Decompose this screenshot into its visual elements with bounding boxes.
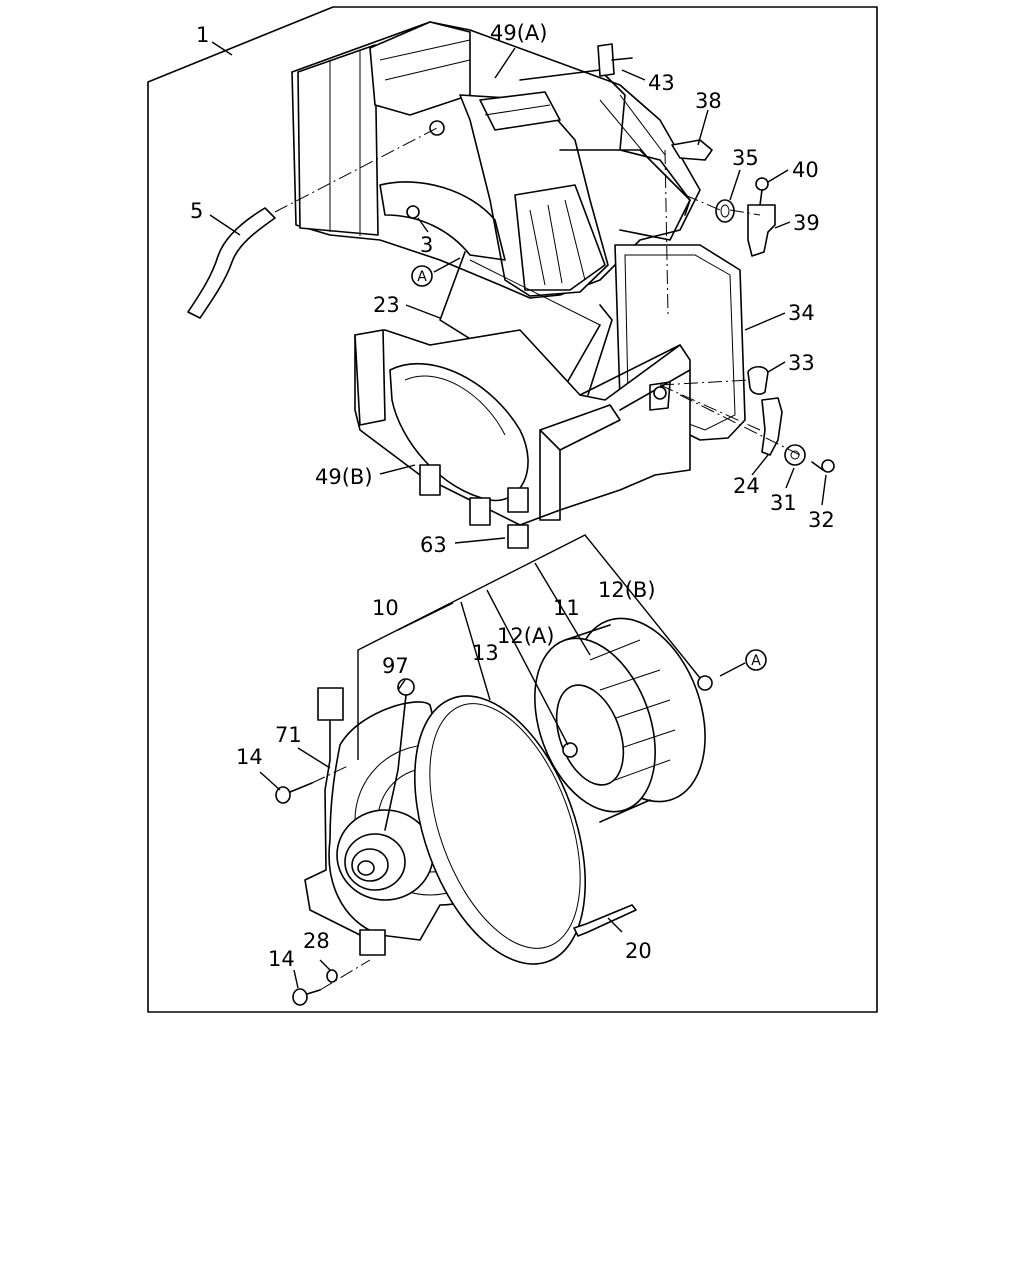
gear-31-part [784,444,806,466]
screw-40-part [755,177,769,206]
label-part-39: 39 [793,211,820,235]
clamp-12a-part [562,742,578,758]
label-part-71: 71 [275,723,302,747]
disc-plate-13-part [413,695,587,965]
label-part-14-upper: 14 [236,745,263,769]
label-part-49b: 49(B) [315,465,373,489]
label-part-40: 40 [792,158,819,182]
label-part-11: 11 [553,596,580,620]
washer-28-part [326,969,338,983]
label-part-97: 97 [382,654,409,678]
label-part-38: 38 [695,89,722,113]
label-part-34: 34 [788,301,815,325]
lever-24-part [761,397,783,456]
label-part-28: 28 [303,929,330,953]
clip-38-part [671,139,713,161]
label-part-12a: 12(A) [497,624,554,648]
label-part-43: 43 [648,71,675,95]
reference-circle-a-upper: A [411,265,433,287]
assembly-center-lines [274,127,801,991]
label-part-12b: 12(B) [598,578,656,602]
label-part-35: 35 [732,146,759,170]
screw-32-part [811,459,835,473]
screw-14-lower-part [292,988,321,1006]
label-part-49a: 49(A) [490,21,547,45]
fan-wheel-11-part [534,617,706,823]
label-part-13: 13 [472,641,499,665]
label-part-20: 20 [625,939,652,963]
svg-text:A: A [751,653,761,669]
svg-text:A: A [417,269,427,285]
label-part-1: 1 [196,23,209,47]
label-part-23: 23 [373,293,400,317]
bracket-43-part [597,43,633,77]
label-part-10: 10 [372,596,399,620]
lower-housing-part [354,329,691,526]
clip-33-part [747,365,769,395]
label-part-32: 32 [808,508,835,532]
frame-border [147,6,878,1013]
bracket-39-part [747,204,776,257]
grommet-35-part [715,199,735,223]
label-part-31: 31 [770,491,797,515]
label-part-5: 5 [190,199,203,223]
leader-lines [209,41,827,989]
label-part-3: 3 [420,233,433,257]
drain-hose-5-part [187,207,276,319]
cable-tie-20-part [573,904,637,937]
reference-circle-a-lower: A [745,649,767,671]
part-labels: 1 49(A) 43 38 35 40 39 5 3 34 23 33 49(B… [190,21,835,971]
label-part-33: 33 [788,351,815,375]
label-part-14-lower: 14 [268,947,295,971]
label-part-63: 63 [420,533,447,557]
upper-housing-part [291,21,701,299]
clamp-12b-part [697,675,713,691]
clip-63-part [507,524,529,549]
screw-14-upper-part [275,782,313,804]
label-part-24: 24 [733,474,760,498]
